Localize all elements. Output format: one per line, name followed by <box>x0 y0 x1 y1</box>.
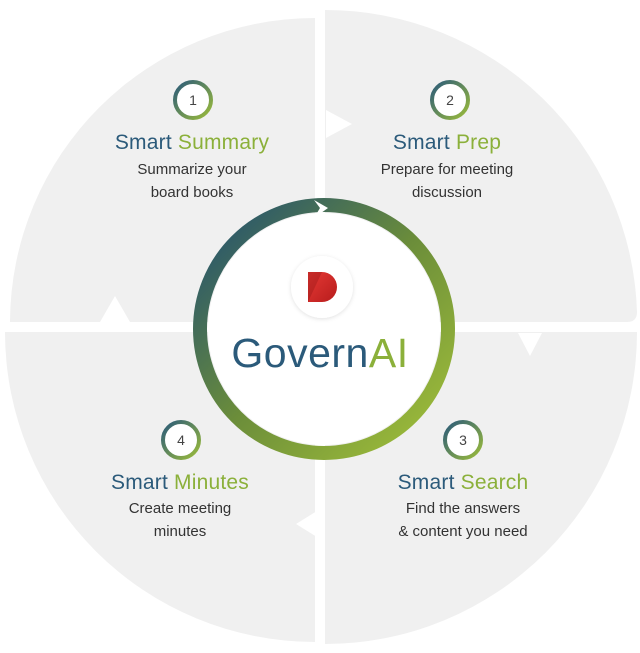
step-number-2: 2 <box>446 92 454 108</box>
step-number-3: 3 <box>459 432 467 448</box>
step-badge-1 <box>173 80 213 120</box>
step-title-smart-summary: Smart Summary <box>114 131 270 154</box>
step-desc-smart-search: Find the answers& content you need <box>398 500 528 540</box>
ring-arrow-icon <box>314 200 328 218</box>
arrow-notch-left <box>100 296 130 322</box>
d-logo-facet <box>308 272 322 302</box>
step-number-1: 1 <box>189 92 197 108</box>
arrow-notch-right <box>518 333 542 356</box>
step-title-smart-minutes: Smart Minutes <box>111 471 249 494</box>
center-ring <box>193 198 455 460</box>
step-badge-2 <box>430 80 470 120</box>
d-logo-icon <box>308 272 337 302</box>
arrow-notch-top <box>326 110 352 138</box>
step-number-4: 4 <box>177 432 185 448</box>
center-disc <box>208 213 440 445</box>
step-badge-4 <box>161 420 201 460</box>
arrow-notch-bottom <box>296 506 325 542</box>
panel-smart-prep <box>325 9 637 322</box>
step-title-smart-search: Smart Search <box>397 471 529 494</box>
brand-title: GovernAI <box>231 330 409 376</box>
step-badge-3 <box>443 420 483 460</box>
step-title-smart-prep: Smart Prep <box>392 131 502 154</box>
